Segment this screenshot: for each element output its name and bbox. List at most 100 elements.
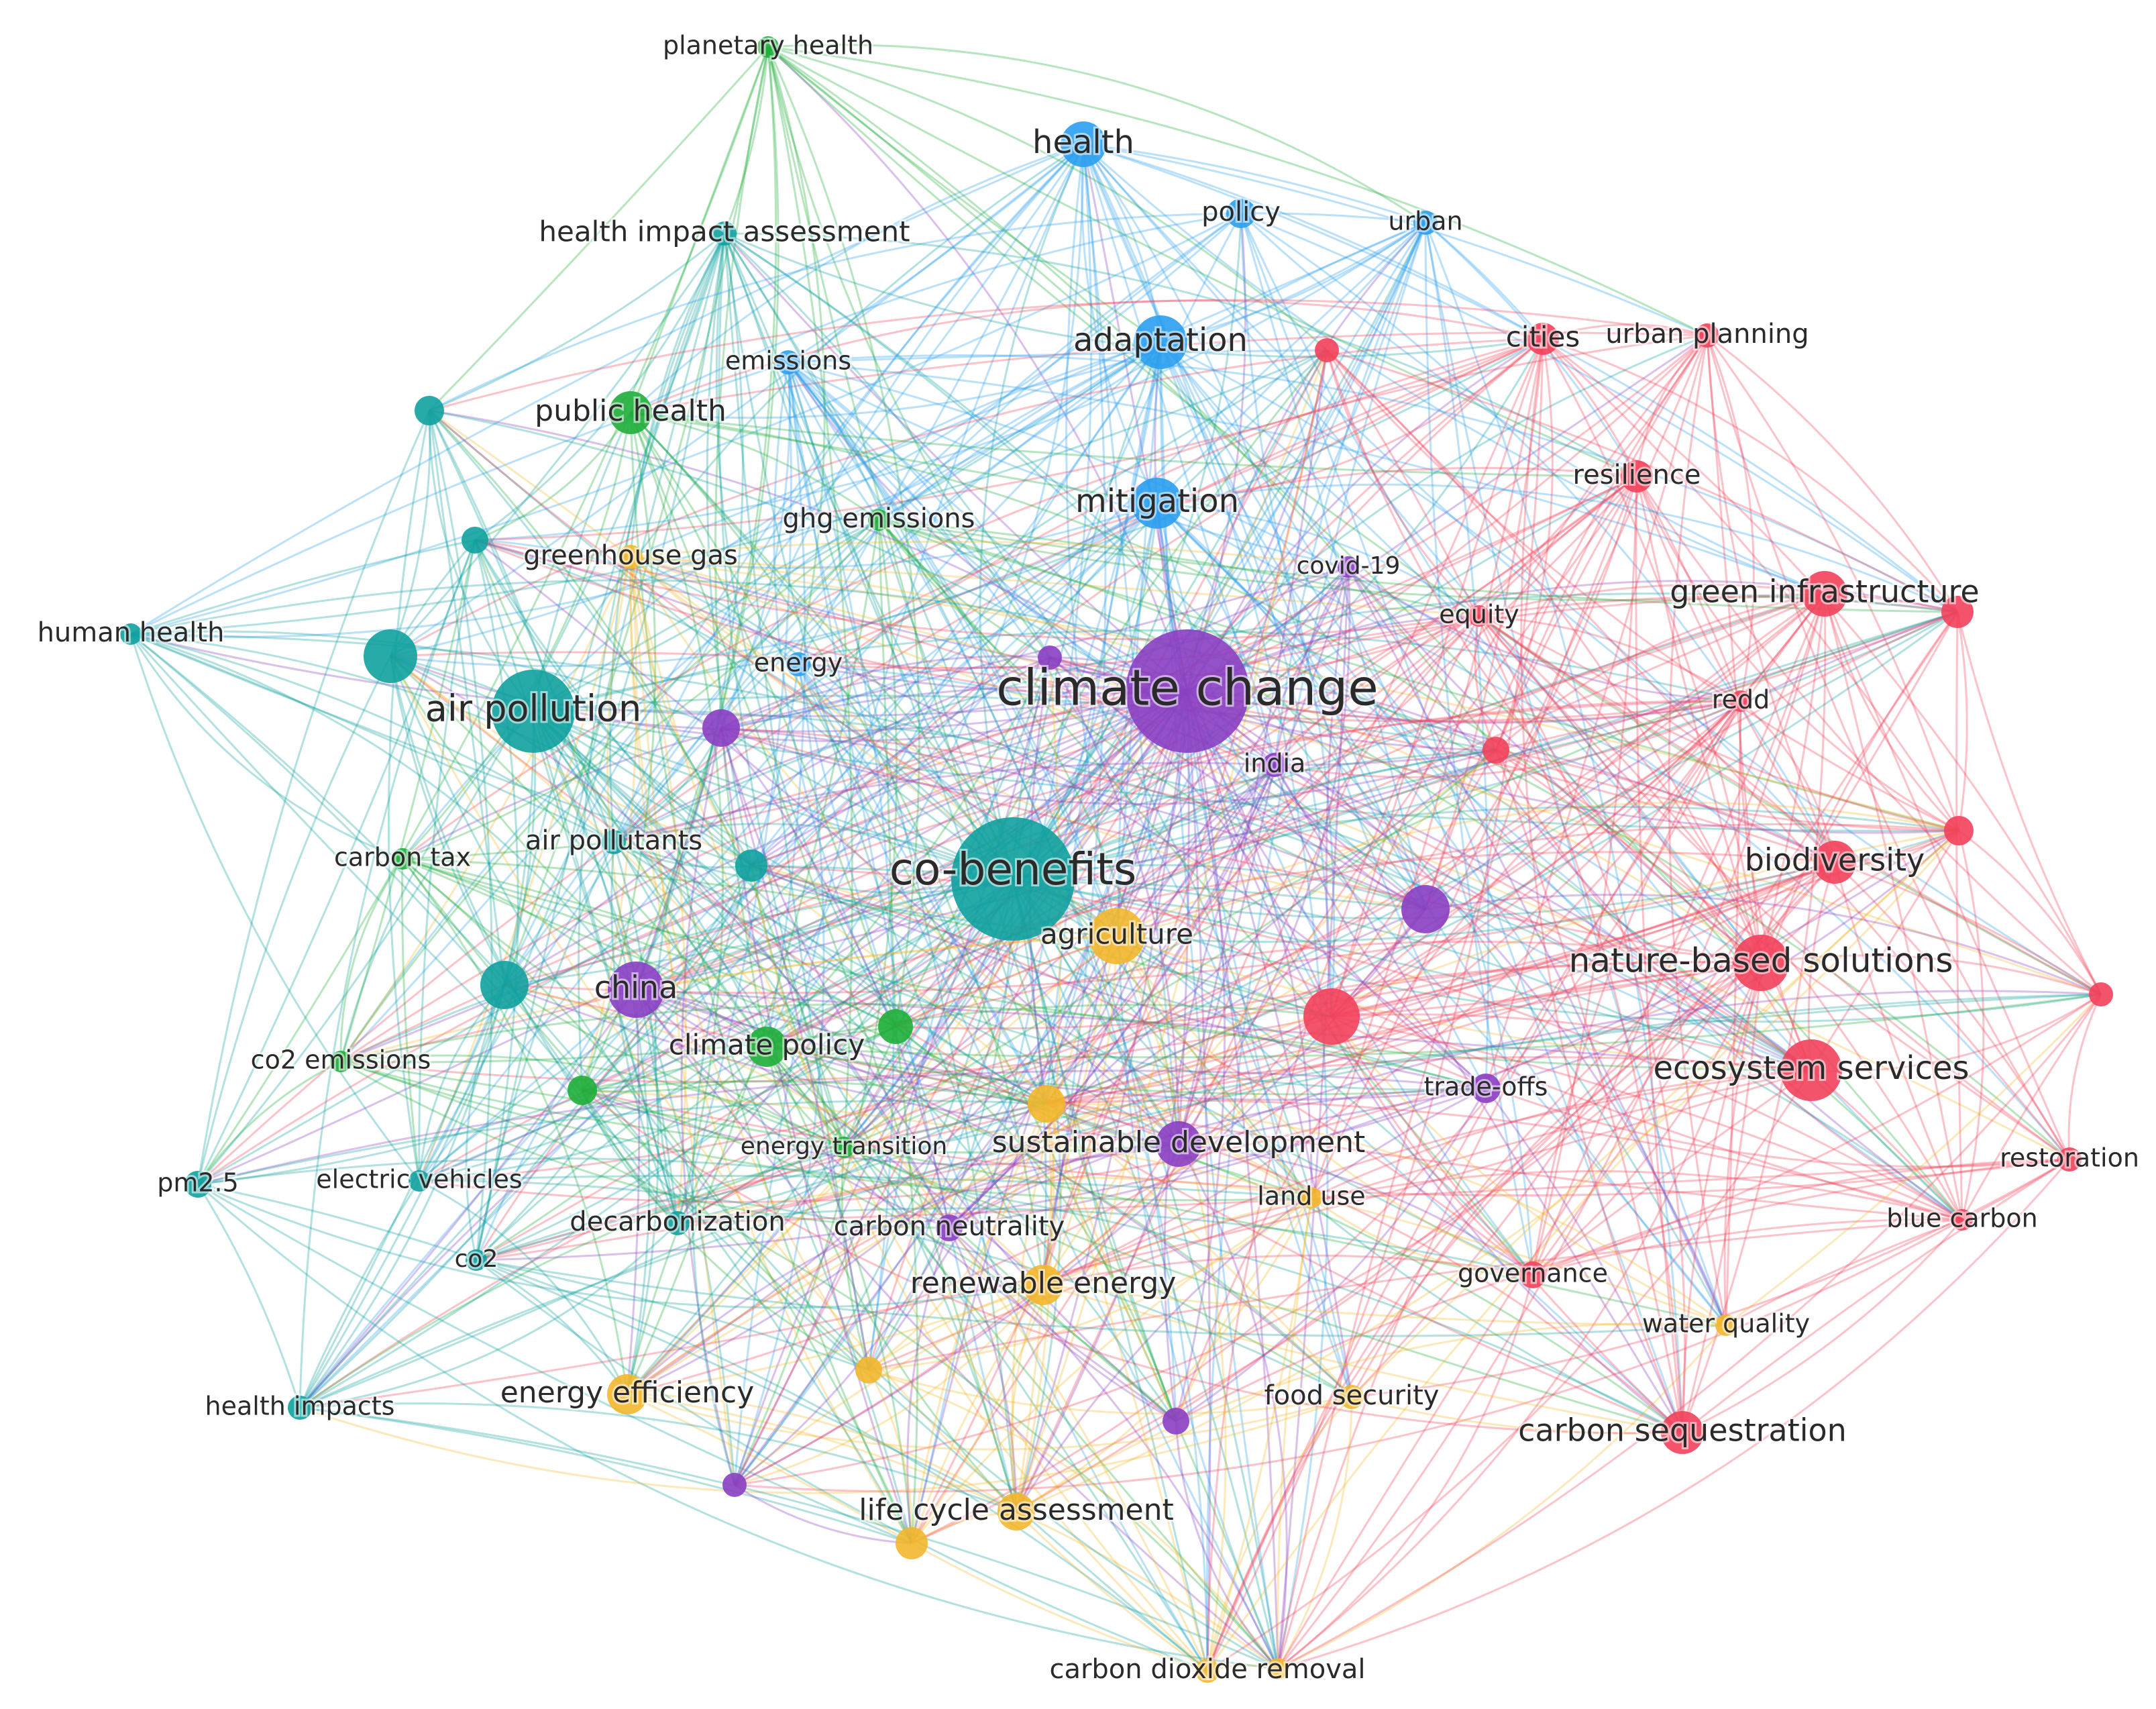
edge-818 (627, 1393, 1017, 1513)
node-dot-12[interactable] (1944, 816, 1974, 845)
node-health[interactable] (1061, 121, 1106, 167)
node-china[interactable] (608, 962, 664, 1018)
node-dot-8[interactable] (1303, 988, 1360, 1045)
node-climate-policy[interactable] (747, 1027, 787, 1067)
edge-392 (1156, 483, 1958, 613)
node-urban[interactable] (1413, 211, 1438, 235)
node-water-quality[interactable] (1715, 1314, 1737, 1336)
edge-608 (1331, 962, 1762, 1018)
node-carbon-dioxide-removal[interactable] (1195, 1659, 1220, 1683)
edge-460 (1478, 615, 2102, 996)
node-greenhouse-gas[interactable] (618, 545, 643, 569)
edge-431 (1347, 566, 1762, 964)
node-green-infrastructure[interactable] (1802, 571, 1847, 617)
node-biodiversity[interactable] (1813, 841, 1856, 884)
node-life-cycle-assessment[interactable] (998, 1493, 1035, 1531)
node-policy[interactable] (1226, 199, 1256, 228)
node-electric-vehicles[interactable] (409, 1170, 430, 1192)
node-dot-17[interactable] (855, 1357, 882, 1384)
node-urban-planning[interactable] (1695, 323, 1719, 348)
node-dot-13[interactable] (2089, 982, 2113, 1006)
node-air-pollutants[interactable] (602, 830, 626, 854)
node-sustainable-development[interactable] (1156, 1121, 1201, 1167)
node-energy[interactable] (786, 652, 810, 676)
edge-518 (474, 539, 1741, 723)
edge-365 (1531, 476, 1638, 1276)
node-dot-4[interactable] (462, 527, 488, 554)
node-health-impact-assessment[interactable] (712, 221, 737, 246)
node-co2-emissions[interactable] (330, 1051, 352, 1072)
node-dot-16[interactable] (1028, 1085, 1065, 1123)
node-public-health[interactable] (609, 391, 652, 434)
node-dot-2[interactable] (735, 849, 767, 882)
node-dot-14[interactable] (878, 1009, 913, 1044)
node-human-health[interactable] (120, 623, 142, 645)
node-dot-20[interactable] (896, 1527, 928, 1559)
node-health-impacts[interactable] (288, 1396, 312, 1420)
node-equity[interactable] (1468, 605, 1490, 627)
node-energy-efficiency[interactable] (607, 1374, 647, 1414)
node-co-benefits[interactable] (951, 817, 1075, 941)
node-india[interactable] (1262, 753, 1287, 777)
edge-536 (733, 764, 1276, 1486)
edge-372 (910, 476, 1638, 1544)
edge-493 (130, 539, 476, 635)
node-climate-change[interactable] (1126, 629, 1249, 753)
edge-733 (418, 539, 476, 1182)
edge-583 (1116, 935, 1812, 1072)
node-food-security[interactable] (1340, 1385, 1364, 1409)
node-dot-5[interactable] (364, 629, 417, 683)
edge-505 (733, 664, 825, 1486)
node-dot-15[interactable] (568, 1076, 597, 1105)
node-dot-10[interactable] (1483, 737, 1509, 764)
edge-643 (476, 1045, 767, 1261)
node-ghg-emissions[interactable] (868, 509, 890, 531)
edge-502 (474, 539, 799, 666)
node-energy-transition[interactable] (833, 1137, 855, 1158)
node-dot-3[interactable] (415, 396, 444, 425)
edge-391 (1156, 503, 1333, 1017)
node-dot-21[interactable] (1267, 1658, 1289, 1679)
node-restoration[interactable] (2057, 1147, 2082, 1172)
node-agriculture[interactable] (1089, 908, 1145, 964)
node-redd[interactable] (1730, 690, 1751, 712)
node-trade-offs[interactable] (1471, 1074, 1501, 1103)
node-dot-18[interactable] (722, 1473, 747, 1497)
node-planetary-health[interactable] (757, 36, 779, 58)
node-pm2-5[interactable] (184, 1171, 211, 1198)
node-carbon-neutrality[interactable] (936, 1214, 963, 1241)
edge-112 (1012, 805, 1959, 880)
edge-149 (629, 143, 1084, 414)
edge-291 (390, 338, 1544, 658)
node-nature-based-solutions[interactable] (1733, 935, 1789, 991)
node-carbon-tax[interactable] (392, 848, 413, 870)
node-resilience[interactable] (1621, 460, 1653, 493)
node-dot-11[interactable] (1941, 596, 1974, 628)
node-mitigation[interactable] (1132, 478, 1183, 529)
edge-863 (720, 727, 870, 1371)
node-emissions[interactable] (776, 350, 800, 374)
node-dot-7[interactable] (1401, 885, 1450, 933)
node-land-use[interactable] (1301, 1187, 1322, 1208)
node-renewable-energy[interactable] (1023, 1265, 1063, 1305)
node-dot-6[interactable] (480, 961, 529, 1009)
node-ecosystem-services[interactable] (1780, 1039, 1842, 1101)
edge-749 (299, 1222, 679, 1409)
node-governance[interactable] (1519, 1261, 1546, 1288)
node-blue-carbon[interactable] (1951, 1209, 1973, 1231)
edge-204 (723, 233, 1044, 1286)
node-co2[interactable] (466, 1249, 487, 1271)
node-adaptation[interactable] (1134, 315, 1187, 369)
edge-802 (1042, 1284, 1683, 1434)
edge-4 (723, 233, 1188, 692)
node-dot-9[interactable] (1315, 338, 1339, 362)
node-dot-0[interactable] (702, 709, 740, 747)
node-carbon-sequestration[interactable] (1661, 1411, 1704, 1454)
node-decarbonization[interactable] (665, 1211, 690, 1235)
edge-261 (1160, 341, 1762, 964)
node-air-pollution[interactable] (492, 670, 575, 753)
node-dot-19[interactable] (1163, 1408, 1189, 1435)
node-dot-1[interactable] (1038, 645, 1062, 670)
node-covid-19[interactable] (1338, 556, 1359, 578)
node-cities[interactable] (1527, 323, 1559, 355)
